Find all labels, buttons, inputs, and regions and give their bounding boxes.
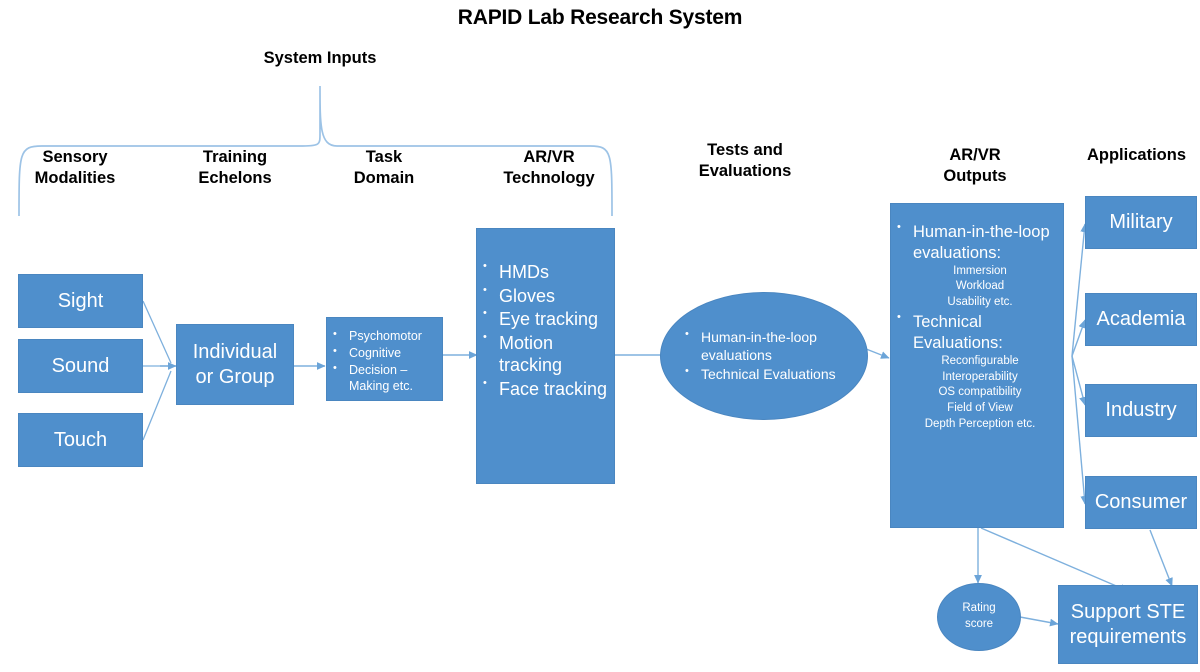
outputs-to-ste-arrow	[980, 527, 1129, 592]
list-item: Cognitive	[327, 344, 442, 361]
box-sound-label: Sound	[51, 354, 110, 377]
outputs-group-0-heading: Human-in-the-loop evaluations:	[913, 223, 1050, 262]
box-task-domain[interactable]: Psychomotor Cognitive Decision – Making …	[326, 317, 443, 401]
list-item: Motion tracking	[477, 331, 614, 377]
sub-item: Depth Perception etc.	[924, 418, 1036, 431]
consumer-to-ste-arrow	[1149, 529, 1173, 587]
outputs-group-0-subitems: Immersion Workload Usability etc.	[897, 264, 1063, 312]
header-applications: Applications	[1086, 146, 1186, 164]
task-domain-list: Psychomotor Cognitive Decision – Making …	[327, 327, 442, 394]
box-sight[interactable]: Sight	[18, 274, 143, 328]
outputs-group-1-heading: Technical Evaluations:	[913, 313, 1003, 352]
box-industry-label: Industry	[1105, 399, 1177, 422]
list-item: Eye tracking	[477, 307, 614, 331]
list-item: Technical Evaluations	[679, 364, 867, 383]
list-item: HMDs	[477, 260, 614, 284]
box-consumer[interactable]: Consumer	[1085, 476, 1197, 529]
list-item: Human-in-the-loop evaluations	[679, 327, 867, 364]
box-consumer-label: Consumer	[1094, 491, 1188, 514]
box-military-label: Military	[1109, 211, 1173, 234]
arvr-outputs-list: Human-in-the-loop evaluations: Immersion…	[891, 221, 1063, 433]
box-arvr-outputs[interactable]: Human-in-the-loop evaluations: Immersion…	[890, 203, 1064, 528]
box-industry[interactable]: Industry	[1085, 384, 1197, 437]
inputs-to-echelon-connectors	[142, 300, 177, 441]
box-arvr-technology[interactable]: HMDs Gloves Eye tracking Motion tracking…	[476, 228, 615, 484]
arvr-technology-list: HMDs Gloves Eye tracking Motion tracking…	[477, 260, 614, 401]
sub-item: Immersion	[953, 264, 1007, 277]
sub-item: Workload	[955, 280, 1005, 293]
rating-to-ste-arrow	[1019, 616, 1059, 627]
list-item: Psychomotor	[327, 327, 442, 344]
sub-item: Field of View	[947, 402, 1013, 415]
list-item: Decision – Making etc.	[327, 361, 442, 394]
ellipse-tests-and-evaluations[interactable]: Human-in-the-loop evaluations Technical …	[660, 292, 868, 420]
box-sound[interactable]: Sound	[18, 339, 143, 393]
list-item: Human-in-the-loop evaluations: Immersion…	[891, 221, 1063, 312]
sub-item: Usability etc.	[947, 296, 1013, 309]
page-title: RAPID Lab Research System	[457, 6, 743, 29]
box-touch-label: Touch	[53, 428, 108, 451]
outputs-to-applications-connectors	[1071, 223, 1089, 505]
list-item: Face tracking	[477, 377, 614, 401]
box-academia-label: Academia	[1096, 308, 1186, 331]
box-academia[interactable]: Academia	[1085, 293, 1197, 346]
list-item: Gloves	[477, 284, 614, 308]
box-touch[interactable]: Touch	[18, 413, 143, 467]
box-military[interactable]: Military	[1085, 196, 1197, 249]
list-item: Technical Evaluations: Reconfigurable In…	[891, 311, 1063, 433]
system-inputs-label: System Inputs	[263, 49, 377, 67]
tests-and-evaluations-list: Human-in-the-loop evaluations Technical …	[679, 327, 867, 384]
box-sight-label: Sight	[57, 289, 104, 312]
sub-item: Reconfigurable	[941, 354, 1019, 367]
sub-item: Interoperability	[942, 370, 1018, 383]
sub-item: OS compatibility	[938, 386, 1022, 399]
outputs-group-1-subitems: Reconfigurable Interoperability OS compa…	[897, 354, 1063, 433]
